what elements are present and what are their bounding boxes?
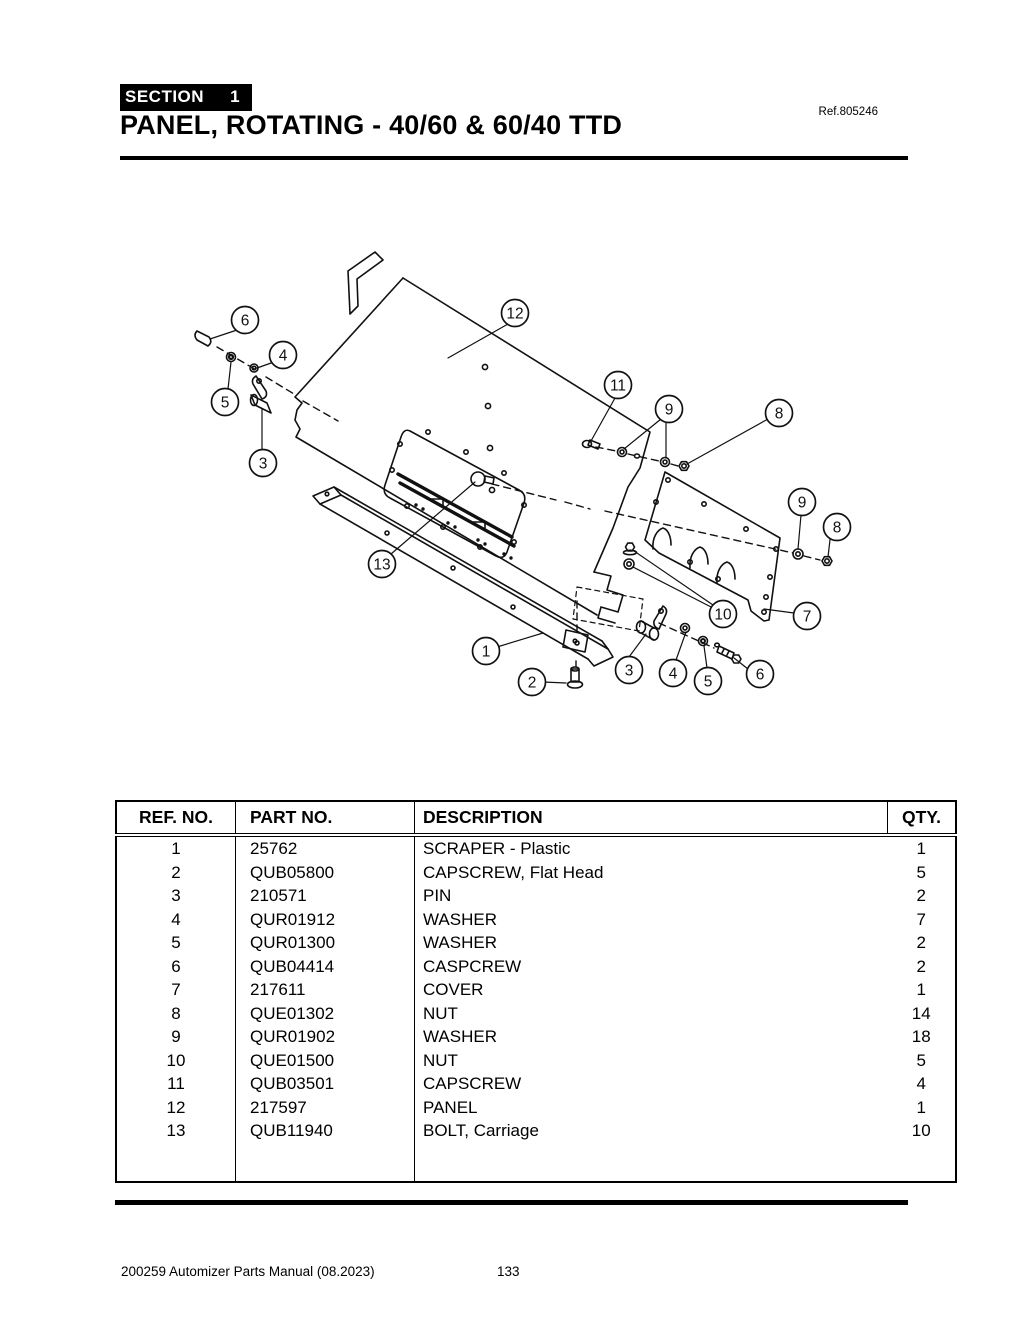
callout-5: 5 (210, 387, 240, 417)
callout-4: 4 (658, 658, 688, 688)
callout-5: 5 (693, 666, 723, 696)
section-label: SECTION (125, 87, 205, 106)
callout-9: 9 (787, 487, 817, 517)
table-filler-row (116, 1142, 956, 1182)
footer-rule (115, 1199, 908, 1205)
ref-number: Ref.805246 (818, 106, 878, 118)
callout-1: 1 (471, 636, 501, 666)
svg-text:12: 12 (506, 306, 523, 323)
callout-2: 2 (517, 667, 547, 697)
hatch-perimeter-holes (388, 428, 527, 550)
svg-text:4: 4 (279, 348, 288, 365)
section-number: 1 (230, 87, 241, 106)
callout-3: 3 (248, 448, 278, 478)
capscrew-chain-top (581, 439, 690, 472)
assembly-dashed-lines (216, 346, 821, 668)
svg-text:4: 4 (669, 666, 678, 683)
alignment-plate (562, 629, 589, 653)
col-ref-no: REF. NO. (116, 801, 236, 837)
svg-text:11: 11 (610, 378, 626, 395)
callout-12: 12 (500, 298, 530, 328)
header-rule (120, 156, 908, 160)
svg-text:6: 6 (241, 313, 250, 330)
footer-manual-label: 200259 Automizer Parts Manual (08.2023) (121, 1264, 375, 1279)
svg-text:13: 13 (373, 557, 390, 574)
section-banner: SECTION 1 (120, 84, 253, 111)
svg-text:1: 1 (482, 644, 491, 661)
alignment-box-dashed (572, 586, 644, 632)
washer-nut-right (792, 548, 833, 567)
callout-8: 8 (764, 398, 794, 428)
table-header-row: REF. NO. PART NO. DESCRIPTION QTY. (116, 801, 956, 837)
col-qty: QTY. (887, 801, 956, 837)
callout-13: 13 (367, 549, 397, 579)
hardware-bottom-cluster (566, 542, 742, 689)
panel-bracket (593, 571, 624, 624)
svg-text:8: 8 (833, 520, 842, 537)
svg-text:9: 9 (798, 495, 807, 512)
scraper-bar (312, 486, 614, 667)
callout-4: 4 (268, 340, 298, 370)
svg-text:3: 3 (625, 663, 634, 680)
svg-text:8: 8 (775, 406, 784, 423)
page-title: PANEL, ROTATING - 40/60 & 60/40 TTD (120, 110, 623, 140)
svg-text:10: 10 (714, 607, 732, 624)
handle (347, 251, 384, 315)
main-panel (294, 277, 651, 616)
svg-text:2: 2 (528, 675, 537, 692)
callout-6: 6 (230, 305, 260, 335)
callout-3: 3 (614, 655, 644, 685)
cover-plate (644, 471, 781, 622)
svg-text:9: 9 (665, 402, 674, 419)
cover-holes (652, 476, 779, 615)
footer-page-number: 133 (497, 1264, 520, 1279)
svg-text:5: 5 (704, 674, 713, 691)
svg-text:5: 5 (221, 395, 230, 412)
svg-text:6: 6 (756, 667, 765, 684)
callout-6: 6 (745, 659, 775, 689)
callout-10: 10 (708, 599, 738, 629)
callout-8: 8 (822, 512, 852, 542)
col-description: DESCRIPTION (414, 801, 888, 837)
hatch-opening (383, 428, 527, 560)
callout-9: 9 (654, 394, 684, 424)
svg-text:7: 7 (803, 609, 812, 626)
callout-7: 7 (792, 601, 822, 631)
callout-11: 11 (603, 370, 633, 400)
col-part-no: PART NO. (235, 801, 415, 837)
svg-text:3: 3 (259, 456, 268, 473)
